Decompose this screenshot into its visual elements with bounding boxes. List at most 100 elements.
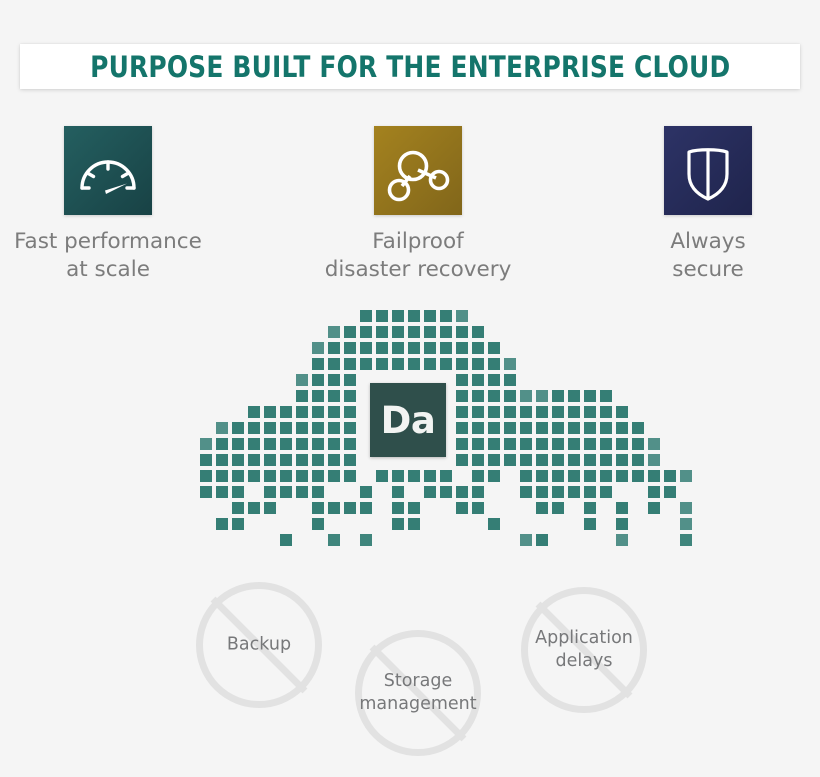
cloud-pixel <box>440 486 452 498</box>
cloud-pixel <box>248 502 260 514</box>
cloud-pixel <box>600 454 612 466</box>
cloud-pixel <box>280 534 292 546</box>
cloud-pixel <box>472 326 484 338</box>
cloud-pixel <box>504 390 516 402</box>
cloud-pixel <box>248 470 260 482</box>
feature-fast-performance: Fast performance at scale <box>0 126 238 284</box>
cloud-pixel <box>456 406 468 418</box>
cloud-pixel <box>344 470 356 482</box>
cloud-pixel <box>536 406 548 418</box>
cloud-pixel <box>344 342 356 354</box>
cloud-pixel <box>520 454 532 466</box>
cloud-pixel <box>248 454 260 466</box>
cloud-pixel <box>504 454 516 466</box>
network-nodes-icon <box>374 126 462 215</box>
cloud-pixel <box>456 454 468 466</box>
cloud-pixel <box>616 422 628 434</box>
feature-row: Fast performance at scale Failproof disa… <box>0 126 820 286</box>
cloud-pixel <box>424 358 436 370</box>
cloud-pixel <box>456 374 468 386</box>
cloud-pixel <box>584 438 596 450</box>
cloud-pixel <box>232 454 244 466</box>
prohibition-circle <box>521 587 647 713</box>
cloud-pixel <box>472 470 484 482</box>
cloud-pixel <box>520 534 532 546</box>
cloud-pixel <box>472 342 484 354</box>
cloud-pixel <box>472 502 484 514</box>
cloud-pixel <box>344 390 356 402</box>
cloud-pixel-grid <box>200 310 692 546</box>
negative-item-application-delays: Application delays <box>521 587 647 713</box>
cloud-pixel <box>568 438 580 450</box>
cloud-pixel <box>472 374 484 386</box>
cloud-pixel <box>616 438 628 450</box>
cloud-pixel <box>328 390 340 402</box>
cloud-pixel <box>312 438 324 450</box>
cloud-pixel <box>328 534 340 546</box>
cloud-pixel <box>504 358 516 370</box>
cloud-pixel <box>680 470 692 482</box>
cloud-pixel <box>536 454 548 466</box>
cloud-pixel <box>536 502 548 514</box>
cloud-pixel <box>488 438 500 450</box>
cloud-pixel <box>584 502 596 514</box>
feature-label: Always secure <box>670 229 746 282</box>
cloud-pixel <box>232 502 244 514</box>
cloud-pixel <box>376 326 388 338</box>
cloud-pixel <box>472 422 484 434</box>
cloud-pixel <box>264 406 276 418</box>
cloud-pixel <box>616 534 628 546</box>
cloud-pixel <box>600 422 612 434</box>
cloud-pixel <box>216 454 228 466</box>
cloud-pixel <box>376 342 388 354</box>
datrium-logo: Da <box>370 383 446 457</box>
cloud-pixel <box>472 358 484 370</box>
cloud-pixel <box>424 326 436 338</box>
cloud-pixel <box>392 326 404 338</box>
cloud-pixel <box>504 374 516 386</box>
cloud-pixel <box>248 406 260 418</box>
cloud-pixel <box>232 486 244 498</box>
cloud-pixel <box>232 438 244 450</box>
cloud-pixel <box>376 470 388 482</box>
cloud-pixel <box>568 406 580 418</box>
negative-item-backup: Backup <box>196 582 322 708</box>
cloud-pixel <box>360 342 372 354</box>
cloud-pixel <box>248 438 260 450</box>
cloud-pixel <box>680 502 692 514</box>
feature-always-secure: Always secure <box>578 126 820 284</box>
cloud-pixel <box>520 470 532 482</box>
cloud-pixel <box>536 422 548 434</box>
cloud-pixel <box>312 454 324 466</box>
cloud-pixel <box>216 518 228 530</box>
cloud-pixel <box>328 454 340 466</box>
cloud-pixel <box>328 326 340 338</box>
cloud-pixel <box>552 390 564 402</box>
cloud-pixel <box>456 310 468 322</box>
cloud-pixel <box>616 454 628 466</box>
negative-item-label: Application delays <box>535 628 633 671</box>
cloud-pixel <box>392 342 404 354</box>
cloud-pixel <box>568 454 580 466</box>
cloud-pixel <box>552 422 564 434</box>
cloud-pixel <box>616 406 628 418</box>
cloud-pixel <box>456 502 468 514</box>
cloud-pixel <box>584 422 596 434</box>
cloud-pixel <box>616 502 628 514</box>
cloud-pixel <box>456 342 468 354</box>
cloud-pixel <box>648 470 660 482</box>
pixel-cloud <box>0 300 820 575</box>
cloud-pixel <box>472 390 484 402</box>
cloud-pixel <box>408 518 420 530</box>
cloud-pixel <box>392 486 404 498</box>
cloud-pixel <box>584 406 596 418</box>
cloud-pixel <box>552 406 564 418</box>
cloud-pixel <box>216 438 228 450</box>
cloud-pixel <box>280 438 292 450</box>
cloud-pixel <box>536 486 548 498</box>
cloud-pixel <box>488 342 500 354</box>
cloud-pixel <box>456 326 468 338</box>
cloud-pixel <box>520 406 532 418</box>
cloud-pixel <box>456 486 468 498</box>
negative-item-storage-management: Storage management <box>355 630 481 756</box>
